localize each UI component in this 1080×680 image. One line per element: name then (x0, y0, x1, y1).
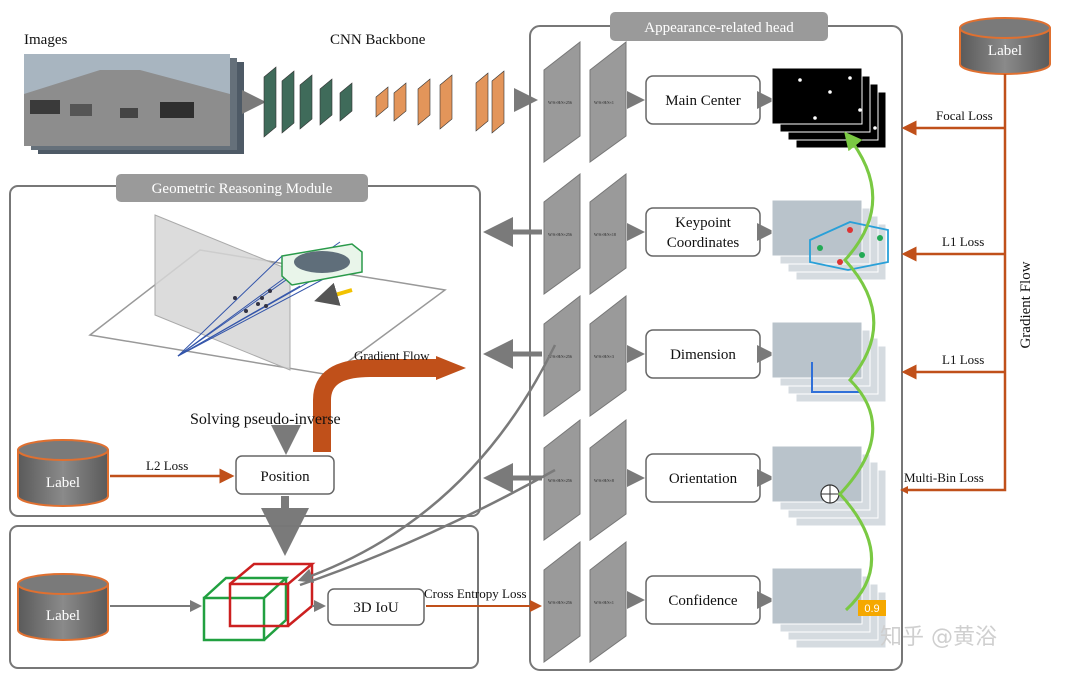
geometric-title: Geometric Reasoning Module (152, 181, 333, 197)
feature-map-dims: W/S×H/S×18 (594, 232, 616, 237)
backbone-layer (393, 82, 407, 122)
feature-map-dims: W/S×H/S×256 (548, 478, 572, 483)
backbone-layer (491, 70, 505, 134)
head-row: W/S×H/S×256 W/S×H/S×3 Dimension (483, 294, 887, 417)
loss-label: L1 Loss (942, 234, 984, 249)
backbone-layer (439, 74, 453, 130)
gradient-flow-line (905, 74, 1007, 492)
backbone-layer (319, 78, 333, 126)
l2-loss-label: L2 Loss (146, 458, 188, 473)
projection-scene (88, 214, 447, 376)
confidence-score: 0.9 (864, 603, 879, 615)
backbone-layer (339, 82, 353, 122)
feature-map (543, 540, 581, 663)
feature-map (543, 294, 581, 417)
head-row: W/S×H/S×256 W/S×H/S×1 Confidence 0.9 (543, 540, 887, 663)
appearance-title: Appearance-related head (644, 20, 794, 36)
iou-box (327, 588, 425, 626)
backbone-layer (475, 72, 489, 132)
cnn-backbone (263, 66, 505, 138)
iou-label: 3D IoU (353, 600, 399, 616)
feature-map (589, 294, 627, 417)
feature-map-dims: W/S×H/S×1 (594, 100, 614, 105)
head-output-label: Dimension (670, 347, 736, 363)
keypoint-dots (233, 289, 272, 313)
label-db-text: Label (988, 43, 1022, 59)
label-database-geometric: Label (17, 439, 109, 507)
feature-map (589, 418, 627, 541)
feature-map-dims: W/S×H/S×8 (594, 478, 614, 483)
position-label: Position (260, 469, 310, 485)
gradient-flow-vertical-label: Gradient Flow (1018, 261, 1034, 348)
solving-label: Solving pseudo-inverse (190, 411, 341, 428)
feature-map-dims: W/S×H/S×256 (548, 100, 572, 105)
cross-entropy-label: Cross Entropy Loss (424, 586, 527, 601)
feature-map (543, 40, 581, 163)
head-output-label: Main Center (665, 93, 740, 109)
appearance-title-pill (610, 12, 828, 41)
output-thumbnail (771, 67, 863, 125)
images-label: Images (24, 32, 67, 48)
backbone-layer (375, 86, 389, 118)
feature-map-dims: W/S×H/S×1 (594, 600, 614, 605)
feature-map-dims: W/S×H/S×256 (548, 600, 572, 605)
orientation-to-box-arrow (299, 468, 556, 587)
label-db-text-bottom: Label (46, 608, 80, 624)
motion-arrow (314, 282, 353, 306)
output-thumbnail (771, 199, 863, 257)
label-database-bottom: Label (17, 573, 109, 641)
feature-map (543, 418, 581, 541)
feature-map-dims: W/S×H/S×3 (594, 354, 614, 359)
feature-map-dims: W/S×H/S×256 (548, 354, 572, 359)
image-plane (154, 214, 291, 371)
output-thumbnail (771, 445, 863, 503)
head-output-label: Keypoint (675, 215, 732, 231)
head-output-label: Coordinates (667, 235, 740, 251)
backbone-layer (299, 74, 313, 130)
head-output-label: Orientation (669, 471, 738, 487)
output-thumbnail (771, 567, 863, 625)
feature-map (589, 172, 627, 295)
feature-map (543, 172, 581, 295)
gradient-flow-big-arrow (313, 359, 440, 452)
green-gradient-flow (837, 131, 876, 612)
position-box (235, 455, 335, 495)
3d-box-comparison-icon (202, 562, 316, 642)
geometric-title-pill (116, 174, 368, 202)
backbone-layer (263, 66, 277, 138)
backbone-layer (417, 78, 431, 126)
iou-panel (9, 525, 479, 669)
backbone-layer (281, 70, 295, 134)
gradient-flow-label: Gradient Flow (354, 348, 430, 363)
feature-map (589, 540, 627, 663)
car-model (294, 251, 350, 273)
input-images-stack: Images (24, 32, 244, 154)
output-thumbnail (771, 321, 863, 379)
backbone-label: CNN Backbone (330, 32, 426, 48)
loss-label: L1 Loss (942, 352, 984, 367)
head-row: W/S×H/S×256 W/S×H/S×8 Orientation (483, 418, 887, 541)
dimension-to-box-arrow (297, 344, 557, 583)
feature-map (589, 40, 627, 163)
loss-label: Multi-Bin Loss (904, 470, 984, 485)
head-row: W/S×H/S×256 W/S×H/S×1 Main Center (543, 40, 887, 163)
watermark: 知乎 @黄浴 (880, 625, 997, 650)
head-output-label: Confidence (668, 593, 737, 609)
label-database-top: Label (959, 17, 1051, 75)
feature-map-dims: W/S×H/S×256 (548, 232, 572, 237)
loss-label: Focal Loss (936, 108, 993, 123)
label-db-text-geometric: Label (46, 475, 80, 491)
confidence-badge (858, 600, 886, 616)
